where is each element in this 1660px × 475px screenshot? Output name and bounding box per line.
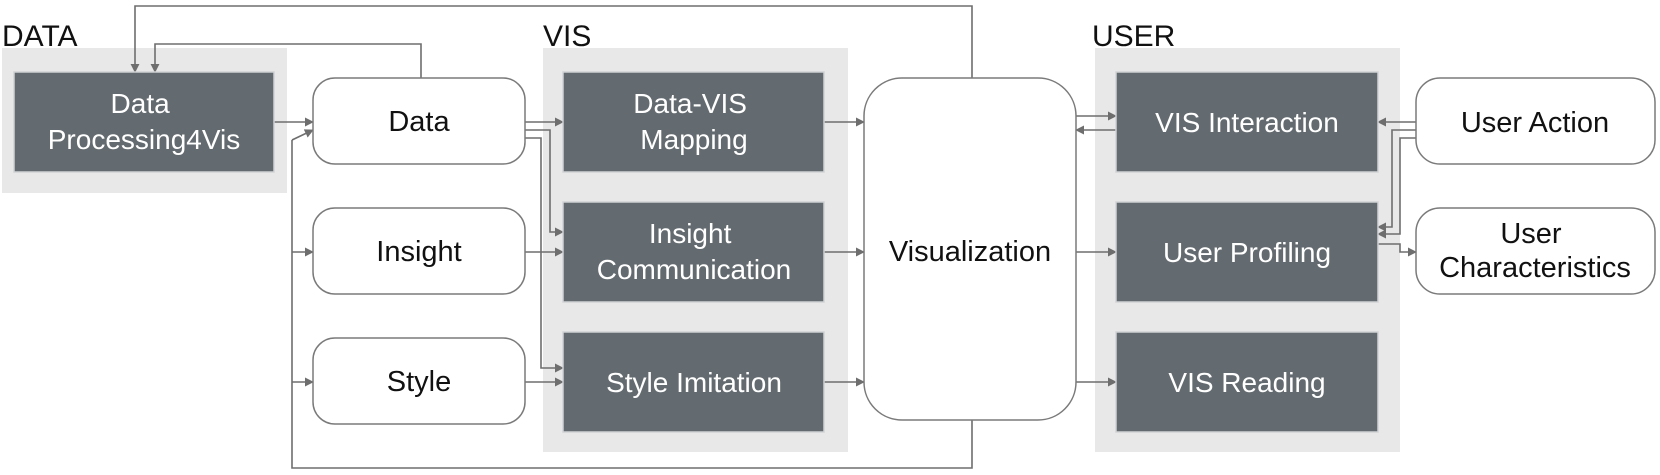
style-imitation-box: Style Imitation xyxy=(562,331,825,433)
connector-data-to-insight-communication xyxy=(525,129,564,237)
connector-visualization-to-processing xyxy=(130,5,973,78)
user-characteristics-box: User Characteristics xyxy=(1415,207,1656,295)
connector-profiling-to-characteristics xyxy=(1378,243,1417,257)
data-box: Data xyxy=(312,77,526,165)
svg-text:User Profiling: User Profiling xyxy=(1163,237,1331,268)
insight-communication-box: Insight Communication xyxy=(562,201,825,303)
svg-text:Style Imitation: Style Imitation xyxy=(606,367,782,398)
user-characteristics-label-line-1: User xyxy=(1500,218,1562,250)
data-section-label: DATA xyxy=(2,20,78,53)
svg-text:Data Processing4Vis: Data Processing4Vis xyxy=(48,88,240,155)
style-label: Style xyxy=(387,366,451,398)
svg-text:VIS Reading: VIS Reading xyxy=(1168,367,1325,398)
svg-text:Data: Data xyxy=(388,106,450,138)
connector-visualization-feedback xyxy=(291,140,973,469)
connectors xyxy=(130,5,1417,469)
insight-box: Insight xyxy=(312,207,526,295)
user-characteristics-label-line-2: Characteristics xyxy=(1439,252,1631,284)
data-processing-label-line-1: Data xyxy=(111,88,171,119)
connector-feedback-to-data xyxy=(291,129,314,141)
vis-interaction-box: VIS Interaction xyxy=(1115,71,1379,173)
data-processing-label-line-2: Processing4Vis xyxy=(48,124,240,155)
insight-communication-label-line-1: Insight xyxy=(649,218,732,249)
user-section-label: USER xyxy=(1092,20,1175,53)
svg-text:Insight: Insight xyxy=(376,236,461,268)
vis-reading-label: VIS Reading xyxy=(1168,367,1325,398)
data-vis-mapping-label-line-1: Data-VIS xyxy=(633,88,747,119)
connector-action-to-profiling-2 xyxy=(1377,137,1416,239)
svg-text:Insight Communication: Insight Communication xyxy=(597,218,792,285)
svg-text:Visualization: Visualization xyxy=(889,236,1051,268)
data-processing-box: Data Processing4Vis xyxy=(13,71,275,173)
svg-text:User Characteristics: User Characteristics xyxy=(1439,218,1631,284)
svg-text:VIS Interaction: VIS Interaction xyxy=(1155,107,1339,138)
visualization-label: Visualization xyxy=(889,236,1051,268)
insight-communication-label-line-2: Communication xyxy=(597,254,792,285)
user-action-box: User Action xyxy=(1415,77,1656,165)
connector-data-to-style-imitation xyxy=(525,137,564,373)
style-imitation-label: Style Imitation xyxy=(606,367,782,398)
style-box: Style xyxy=(312,337,526,425)
user-action-label: User Action xyxy=(1461,107,1609,139)
visualization-box: Visualization xyxy=(863,77,1077,421)
svg-text:Style: Style xyxy=(387,366,451,398)
insight-label: Insight xyxy=(376,236,461,268)
data-label: Data xyxy=(388,106,450,138)
data-vis-mapping-label-line-2: Mapping xyxy=(640,124,747,155)
user-profiling-label: User Profiling xyxy=(1163,237,1331,268)
vis-interaction-label: VIS Interaction xyxy=(1155,107,1339,138)
connector-action-to-profiling xyxy=(1377,129,1416,232)
svg-text:User Action: User Action xyxy=(1461,107,1609,139)
vis-reading-box: VIS Reading xyxy=(1115,331,1379,433)
connector-data-to-processing xyxy=(150,43,422,78)
data-vis-mapping-box: Data-VIS Mapping xyxy=(562,71,825,173)
vis-section-label: VIS xyxy=(543,20,591,53)
svg-text:Data-VIS Mapping: Data-VIS Mapping xyxy=(633,88,754,155)
user-profiling-box: User Profiling xyxy=(1115,201,1379,303)
